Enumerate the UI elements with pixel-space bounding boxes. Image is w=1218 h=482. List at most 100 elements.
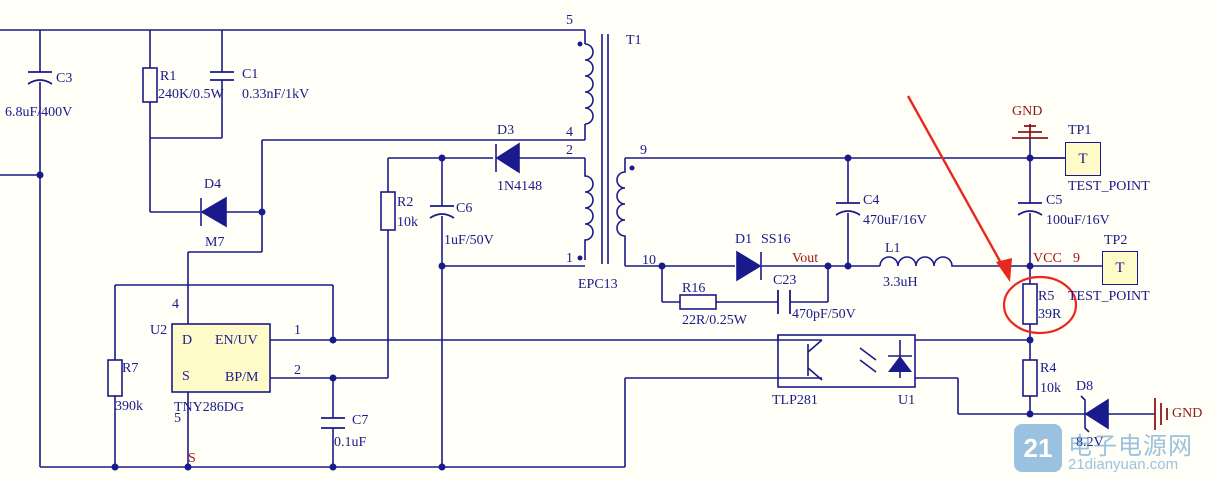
t1-transformer-symbol xyxy=(584,30,626,266)
t1-pin1: 1 xyxy=(566,251,573,266)
watermark-url: 21dianyuan.com xyxy=(1068,456,1179,473)
d8-ref: D8 xyxy=(1076,379,1094,394)
l1-ref: L1 xyxy=(885,241,901,256)
c23-capacitor-symbol xyxy=(777,290,791,314)
u1-optocoupler-symbol xyxy=(777,334,916,388)
c3-value: 6.8uF/400V xyxy=(5,105,73,120)
c5-value: 100uF/16V xyxy=(1046,213,1110,228)
t1-pin4: 4 xyxy=(566,125,573,140)
r16-value: 22R/0.25W xyxy=(682,313,747,328)
gnd-top-symbol xyxy=(1012,124,1048,139)
d4-value: M7 xyxy=(205,235,225,250)
r5-ref: R5 xyxy=(1038,289,1055,304)
r1-ref: R1 xyxy=(160,69,177,84)
c1-ref: C1 xyxy=(242,67,259,82)
gnd-top-label: GND xyxy=(1012,104,1043,119)
u2-ref: U2 xyxy=(150,323,168,338)
tp2-test-point[interactable]: T xyxy=(1102,251,1138,285)
c6-value: 1uF/50V xyxy=(444,233,494,248)
d1-diode-symbol xyxy=(736,250,762,282)
t1-ref: T1 xyxy=(626,33,642,48)
tp1-text: T xyxy=(1078,150,1088,167)
t1-core: EPC13 xyxy=(578,277,618,292)
tp2-ref: TP2 xyxy=(1104,233,1128,248)
gnd-right-label: GND xyxy=(1172,406,1203,421)
c1-capacitor-symbol xyxy=(210,71,234,81)
r7-ref: R7 xyxy=(122,361,139,376)
d1-value: SS16 xyxy=(761,232,791,247)
c5-ref: C5 xyxy=(1046,193,1063,208)
annotation-arrow xyxy=(906,95,1012,282)
c6-ref: C6 xyxy=(456,201,473,216)
u2-pin5: 5 xyxy=(174,411,181,426)
u1-ref: U1 xyxy=(898,393,916,408)
c3-capacitor-symbol xyxy=(27,71,53,85)
c23-ref: C23 xyxy=(773,273,797,288)
tp1-value: TEST_POINT xyxy=(1068,179,1150,194)
u2-pin-d: D xyxy=(182,333,193,348)
l1-value: 3.3uH xyxy=(883,275,918,290)
t1-pin2: 2 xyxy=(566,143,573,158)
c3-ref: C3 xyxy=(56,71,73,86)
u2-pin-en: EN/UV xyxy=(215,333,258,348)
d3-ref: D3 xyxy=(497,123,515,138)
u2-ic-body xyxy=(171,323,271,393)
r5-resistor-symbol xyxy=(1022,283,1038,325)
d1-ref: D1 xyxy=(735,232,753,247)
t1-pin5: 5 xyxy=(566,13,573,28)
r1-resistor-symbol xyxy=(142,67,158,103)
t1-pin10: 10 xyxy=(642,253,656,268)
r16-resistor-symbol xyxy=(679,294,717,310)
c4-value: 470uF/16V xyxy=(863,213,927,228)
c23-value: 470pF/50V xyxy=(792,307,856,322)
annotation-circle xyxy=(1002,275,1078,335)
tp2-text: T xyxy=(1115,259,1125,276)
d4-diode-symbol xyxy=(200,196,227,228)
r2-ref: R2 xyxy=(397,195,414,210)
r16-ref: R16 xyxy=(682,281,706,296)
u1-value: TLP281 xyxy=(772,393,818,408)
vcc-net-label: VCC xyxy=(1033,251,1062,266)
watermark-number: 21 xyxy=(1014,424,1062,472)
junction-dots xyxy=(36,154,1034,471)
r2-resistor-symbol xyxy=(380,191,396,231)
r7-resistor-symbol xyxy=(107,359,123,397)
c7-capacitor-symbol xyxy=(321,417,345,429)
c1-value: 0.33nF/1kV xyxy=(242,87,310,102)
t1-pin9: 9 xyxy=(640,143,647,158)
t1-phase-dots xyxy=(577,41,635,261)
r5-value: 39R xyxy=(1038,307,1062,322)
r4-ref: R4 xyxy=(1040,361,1057,376)
u2-pin-bp: BP/M xyxy=(225,370,259,385)
r4-value: 10k xyxy=(1040,381,1061,396)
c4-capacitor-symbol xyxy=(835,202,861,216)
d3-value: 1N4148 xyxy=(497,179,543,194)
c7-value: 0.1uF xyxy=(334,435,367,450)
r4-resistor-symbol xyxy=(1022,359,1038,397)
tp2-value: TEST_POINT xyxy=(1068,289,1150,304)
c5-capacitor-symbol xyxy=(1017,202,1043,216)
u2-value: TNY286DG xyxy=(174,400,244,415)
r1-value: 240K/0.5W xyxy=(158,87,224,102)
u2-s-net-label: S xyxy=(188,451,196,466)
watermark-chinese: 电子电源网 xyxy=(1068,432,1193,460)
r2-value: 10k xyxy=(397,215,418,230)
u2-pin1: 1 xyxy=(294,323,301,338)
d4-ref: D4 xyxy=(204,177,222,192)
tp1-ref: TP1 xyxy=(1068,123,1092,138)
u2-pin4: 4 xyxy=(172,297,179,312)
u1-led-triangle xyxy=(888,356,912,372)
watermark-logo: 21 电子电源网 21dianyuan.com xyxy=(1014,424,1210,478)
gnd-right-symbol xyxy=(1154,398,1168,430)
r7-value: 390k xyxy=(115,399,143,414)
vout-net-label: Vout xyxy=(792,251,819,266)
c6-capacitor-symbol xyxy=(429,205,455,219)
l1-inductor-symbol xyxy=(879,256,955,267)
d3-diode-symbol xyxy=(495,142,520,174)
d8-zener-symbol xyxy=(1080,395,1109,433)
vcc-pin: 9 xyxy=(1073,251,1080,266)
tp1-test-point[interactable]: T xyxy=(1065,142,1101,176)
u2-pin-s: S xyxy=(182,369,190,384)
c4-ref: C4 xyxy=(863,193,880,208)
c7-ref: C7 xyxy=(352,413,369,428)
